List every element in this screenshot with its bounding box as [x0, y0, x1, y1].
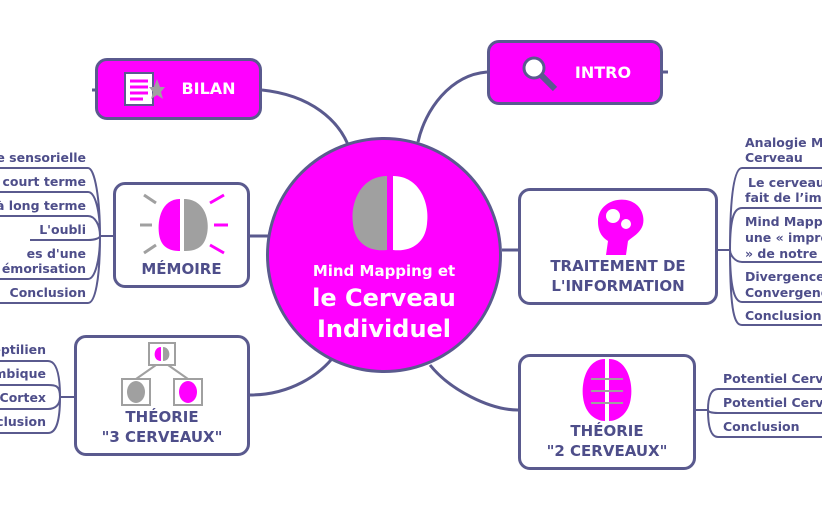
intro-node[interactable]: INTRO [487, 40, 663, 105]
trois-leaf[interactable]: eptilien [0, 342, 46, 357]
intro-label: INTRO [574, 62, 632, 82]
traitement-leaf[interactable]: Divergence [745, 269, 822, 284]
deux-leaf[interactable]: Potentiel Cerve [723, 395, 822, 410]
memoire-leaf[interactable]: e sensorielle [0, 150, 86, 165]
memoire-leaf[interactable]: es d'une [26, 246, 86, 261]
magnifier-icon [522, 56, 558, 91]
traitement-leaf[interactable]: Le cerveau [748, 175, 822, 190]
deux-leaf[interactable]: Potentiel Cerve [723, 371, 822, 386]
memoire-leaf[interactable]: Conclusion [9, 285, 86, 300]
memoire-label: MÉMOIRE [141, 260, 222, 278]
deux-cerveaux-node[interactable]: THÉORIE "2 CERVEAUX" [518, 354, 696, 470]
trois-leaf[interactable]: Cortex [0, 390, 46, 405]
traitement-leaf[interactable]: Cerveau [745, 150, 803, 165]
memoire-node[interactable]: MÉMOIRE [113, 182, 250, 288]
memoire-leaf[interactable]: émorisation [1, 261, 86, 276]
bilan-label: BILAN [181, 79, 236, 98]
traitement-leaf[interactable]: Convergenc [745, 285, 822, 300]
brain-hierarchy-icon [121, 342, 203, 406]
traitement-leaf[interactable]: Analogie Ma [745, 135, 822, 150]
traitement-leaf[interactable]: fait de l’ima [745, 190, 822, 205]
traitement-line2: L'INFORMATION [551, 277, 685, 295]
trois-leaf[interactable]: mbique [0, 366, 46, 381]
traitement-leaf[interactable]: Conclusion [745, 308, 822, 323]
brain-arrows-icon [139, 193, 228, 255]
memoire-leaf[interactable]: à long terme [0, 198, 86, 213]
traitement-leaf[interactable]: une « impre [745, 230, 822, 245]
deux-line2: "2 CERVEAUX" [546, 442, 668, 460]
document-star-icon [124, 72, 166, 106]
traitement-line1: TRAITEMENT DE [550, 257, 686, 275]
center-line3: Individuel [316, 315, 452, 343]
central-topic[interactable]: Mind Mapping et le Cerveau Individuel [266, 137, 502, 373]
trois-line1: THÉORIE [125, 408, 199, 426]
brain-hemispheres-icon [582, 359, 632, 421]
head-gears-icon [598, 199, 644, 255]
bilan-node[interactable]: BILAN [95, 58, 262, 120]
trois-leaf[interactable]: nclusion [0, 414, 46, 429]
center-line1: Mind Mapping et [312, 262, 456, 280]
center-line2: le Cerveau [312, 284, 456, 312]
traitement-leaf[interactable]: Mind Mappi [745, 214, 822, 229]
memoire-leaf[interactable]: L'oubli [39, 222, 86, 237]
deux-line1: THÉORIE [570, 422, 644, 440]
deux-leaf[interactable]: Conclusion [723, 419, 800, 434]
traitement-leaf[interactable]: » de notre c [745, 246, 822, 261]
brain-icon [352, 176, 428, 251]
traitement-node[interactable]: TRAITEMENT DE L'INFORMATION [518, 188, 718, 305]
trois-line2: "3 CERVEAUX" [101, 428, 223, 446]
memoire-leaf[interactable]: à court terme [0, 174, 86, 189]
trois-cerveaux-node[interactable]: THÉORIE "3 CERVEAUX" [74, 335, 250, 456]
